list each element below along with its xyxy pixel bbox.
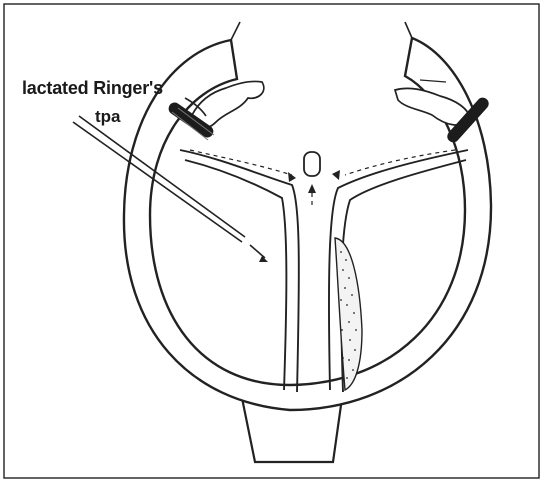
lactated-ringers-label: lactated Ringer's — [22, 78, 163, 99]
fluid-flow — [190, 150, 455, 205]
tpa-label: tpa — [95, 107, 121, 127]
tpa-needle — [73, 116, 268, 262]
subretinal-hemorrhage — [335, 238, 362, 390]
capsule — [304, 152, 320, 176]
